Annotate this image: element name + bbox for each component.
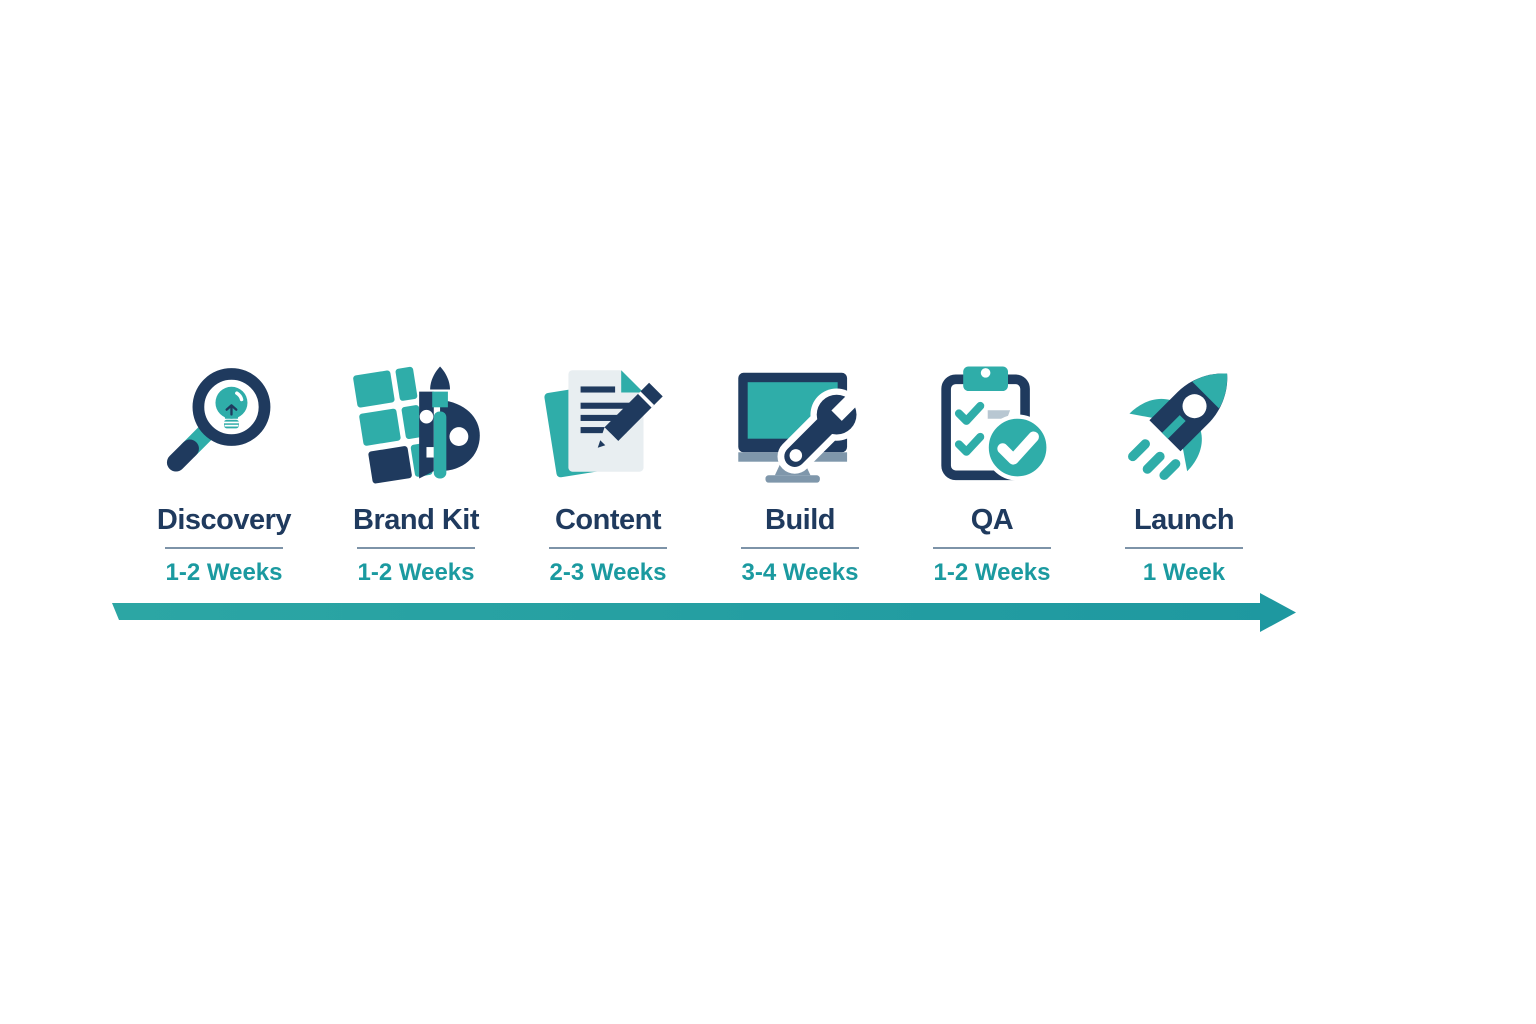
phase-launch: Launch 1 Week — [1088, 356, 1280, 587]
phase-duration: 1-2 Weeks — [165, 559, 283, 586]
phase-title: Build — [765, 504, 836, 536]
phase-row: Discovery 1-2 Weeks — [128, 356, 1280, 587]
phase-brand-kit: Brand Kit 1-2 Weeks — [320, 356, 512, 587]
divider-line — [165, 547, 283, 549]
phase-build: Build 3-4 Weeks — [704, 356, 896, 587]
document-pencil-icon — [533, 356, 683, 490]
clipboard-checkmark-svg — [941, 366, 1051, 481]
timeline-arrow-svg — [112, 593, 1296, 632]
monitor-wrench-svg — [738, 372, 867, 483]
phase-duration: 1 Week — [1142, 559, 1226, 586]
phase-duration: 2-3 Weeks — [549, 559, 667, 586]
phase-discovery: Discovery 1-2 Weeks — [128, 356, 320, 587]
swatches-paintbrush-palette-svg — [353, 366, 480, 484]
rocket-icon — [1109, 356, 1259, 490]
document-pencil-svg — [544, 370, 663, 478]
divider-line — [549, 547, 667, 549]
phase-title: QA — [970, 504, 1014, 536]
phase-title: Content — [554, 504, 662, 536]
phase-title: Discovery — [156, 504, 292, 536]
divider-line — [933, 547, 1051, 549]
phase-duration: 3-4 Weeks — [741, 559, 859, 586]
phase-qa: QA 1-2 Weeks — [896, 356, 1088, 587]
magnifier-lightbulb-svg — [166, 368, 271, 472]
rocket-svg — [1128, 373, 1228, 481]
phase-title: Launch — [1133, 504, 1235, 536]
divider-line — [741, 547, 859, 549]
phase-duration: 1-2 Weeks — [357, 559, 475, 586]
phase-content: Content 2-3 Weeks — [512, 356, 704, 587]
magnifier-lightbulb-icon — [149, 356, 299, 490]
monitor-wrench-icon — [725, 356, 875, 490]
timeline-arrow — [112, 593, 1296, 633]
swatches-paintbrush-palette-icon — [341, 356, 491, 490]
clipboard-checkmark-icon — [917, 356, 1067, 490]
divider-line — [1125, 547, 1243, 549]
phase-title: Brand Kit — [353, 504, 480, 536]
divider-line — [357, 547, 475, 549]
phase-duration: 1-2 Weeks — [933, 559, 1051, 586]
